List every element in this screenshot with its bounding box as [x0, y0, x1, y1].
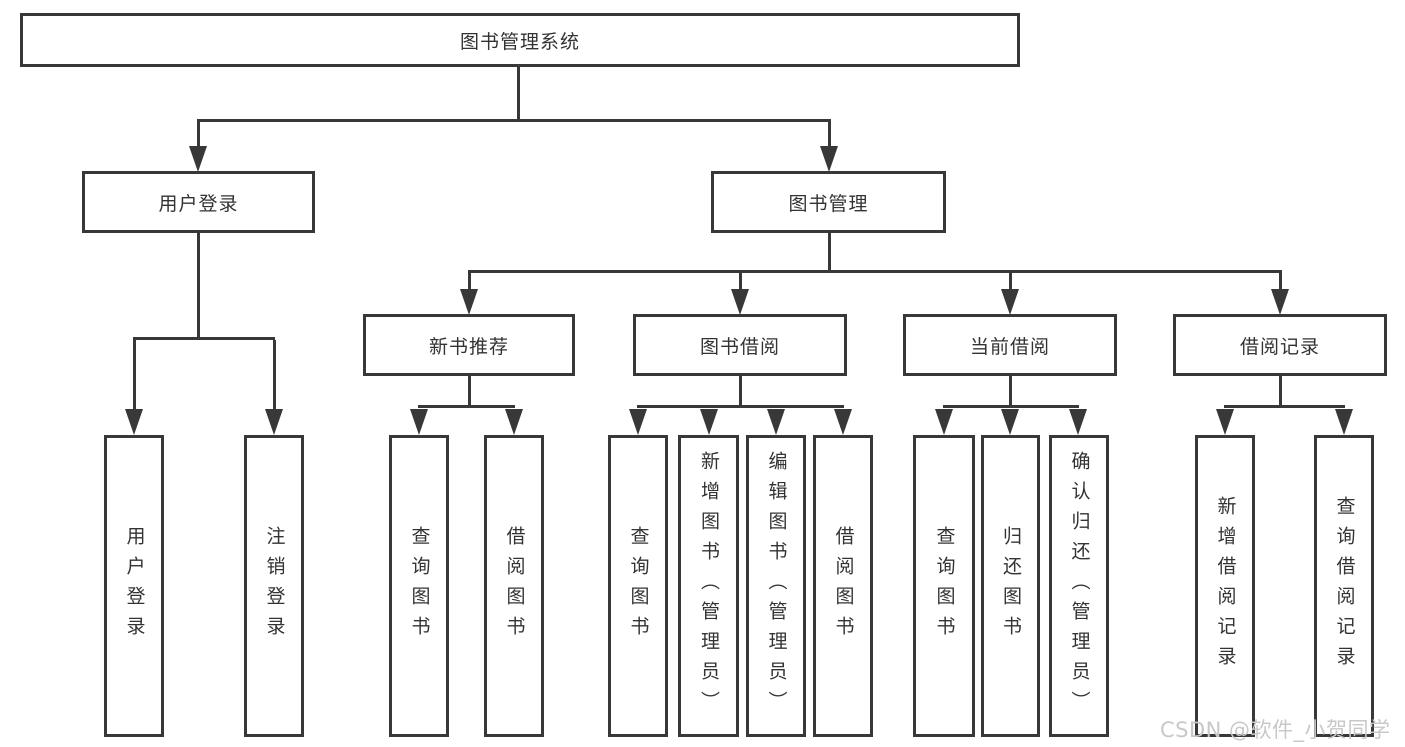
connector-to-leaf-user-login — [133, 340, 136, 412]
connector-to-user-login — [197, 122, 200, 150]
arrow-down-icon — [460, 289, 478, 315]
arrow-down-icon — [265, 409, 283, 435]
leaf-label: 借阅图书 — [832, 526, 855, 646]
leaf-label: 用户登录 — [123, 526, 146, 646]
leaf-edit-book-admin: 编辑图书（管理员） — [746, 435, 806, 737]
leaf-label: 查询借阅记录 — [1333, 496, 1356, 676]
arrow-down-icon — [1069, 409, 1087, 435]
connector-root-stem — [517, 67, 520, 120]
leaf-label: 查询图书 — [408, 526, 431, 646]
leaf-confirm-return-admin: 确认归还（管理员） — [1049, 435, 1109, 737]
node-current-borrow: 当前借阅 — [903, 314, 1117, 376]
connector-to-book-borrow — [739, 273, 742, 291]
leaf-return-book: 归还图书 — [981, 435, 1040, 737]
connector-to-book-management — [828, 122, 831, 150]
arrow-down-icon — [767, 409, 785, 435]
node-user-login: 用户登录 — [82, 171, 315, 233]
leaf-query-books-borrow: 查询图书 — [608, 435, 668, 737]
arrow-down-icon — [700, 409, 718, 435]
connector-book-mgmt-bus — [468, 270, 1282, 273]
leaf-label: 新增图书（管理员） — [698, 451, 720, 721]
arrow-down-icon — [1335, 409, 1353, 435]
leaf-logout: 注销登录 — [244, 435, 304, 737]
arrow-down-icon — [1216, 409, 1234, 435]
arrow-down-icon — [1271, 289, 1289, 315]
arrow-down-icon — [410, 409, 428, 435]
arrow-down-icon — [834, 409, 852, 435]
arrow-down-icon — [505, 409, 523, 435]
connector-book-borrow-bus — [637, 405, 844, 408]
leaf-label: 注销登录 — [263, 526, 286, 646]
leaf-label: 查询图书 — [627, 526, 650, 646]
arrow-down-icon — [1001, 409, 1019, 435]
leaf-query-borrow-record: 查询借阅记录 — [1314, 435, 1374, 737]
leaf-add-book-admin: 新增图书（管理员） — [678, 435, 739, 737]
arrow-down-icon — [125, 409, 143, 435]
connector-to-leaf-logout — [273, 340, 276, 412]
connector-to-borrow-records — [1279, 273, 1282, 291]
arrow-down-icon — [1001, 289, 1019, 315]
arrow-down-icon — [820, 146, 838, 172]
arrow-down-icon — [731, 289, 749, 315]
connector-current-borrow-bus — [943, 405, 1079, 408]
connector-root-bus — [197, 119, 831, 122]
connector-user-login-bus — [133, 337, 275, 340]
leaf-label: 归还图书 — [1000, 526, 1022, 646]
node-borrow-records: 借阅记录 — [1173, 314, 1387, 376]
arrow-down-icon — [629, 409, 647, 435]
connector-new-book-stem — [468, 376, 471, 408]
node-book-borrow: 图书借阅 — [633, 314, 847, 376]
node-new-book-recommend: 新书推荐 — [363, 314, 575, 376]
leaf-add-borrow-record: 新增借阅记录 — [1195, 435, 1255, 737]
leaf-query-books-recommend: 查询图书 — [389, 435, 449, 737]
leaf-borrow-books: 借阅图书 — [813, 435, 873, 737]
leaf-label: 新增借阅记录 — [1214, 496, 1237, 676]
connector-to-current-borrow — [1009, 273, 1012, 291]
leaf-label: 编辑图书（管理员） — [765, 451, 788, 721]
node-book-management: 图书管理 — [711, 171, 946, 233]
connector-new-book-bus — [418, 405, 515, 408]
connector-borrow-records-bus — [1224, 405, 1345, 408]
arrow-down-icon — [189, 146, 207, 172]
watermark: CSDN @软件_小贺同学 — [1160, 718, 1391, 742]
connector-borrow-records-stem — [1279, 376, 1282, 408]
leaf-borrow-books-recommend: 借阅图书 — [484, 435, 544, 737]
leaf-label: 确认归还（管理员） — [1068, 451, 1091, 721]
connector-current-borrow-stem — [1009, 376, 1012, 408]
leaf-label: 借阅图书 — [503, 526, 526, 646]
connector-user-login-stem — [197, 233, 200, 339]
leaf-user-login: 用户登录 — [104, 435, 164, 737]
node-system-root: 图书管理系统 — [20, 13, 1020, 67]
connector-book-mgmt-stem — [828, 233, 831, 273]
leaf-query-books-current: 查询图书 — [913, 435, 975, 737]
arrow-down-icon — [935, 409, 953, 435]
connector-book-borrow-stem — [739, 376, 742, 408]
leaf-label: 查询图书 — [933, 526, 956, 646]
connector-to-new-book — [468, 273, 471, 291]
